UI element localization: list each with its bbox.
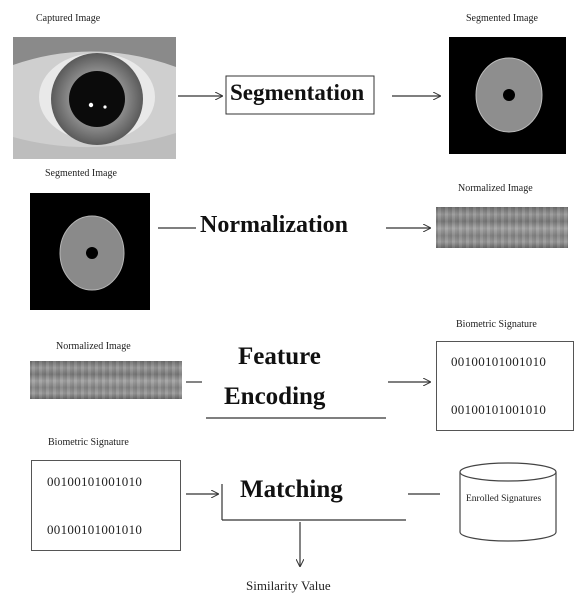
enrolled-signatures-label: Enrolled Signatures	[466, 494, 542, 504]
feature-encoding-label-line2: Encoding	[224, 383, 326, 410]
segmentation-stage	[227, 77, 373, 113]
segmented-image-top	[449, 37, 566, 154]
biometric-signature-caption-right: Biometric Signature	[456, 319, 537, 330]
normalized-image-caption-top: Normalized Image	[458, 183, 533, 194]
segmented-iris-graphic-2	[59, 215, 125, 291]
normalized-image-caption-left: Normalized Image	[56, 341, 131, 352]
captured-image-caption: Captured Image	[36, 13, 101, 24]
similarity-value-output: Similarity Value	[246, 578, 331, 593]
normalized-image-strip-left	[30, 361, 182, 399]
biometric-signature-box-left	[31, 460, 181, 551]
segmented-image-caption-left: Segmented Image	[45, 168, 117, 179]
segmentation-box-frame	[225, 75, 375, 115]
signature-code-left-2: 00100101001010	[47, 522, 143, 537]
eye-photo-graphic	[13, 37, 176, 159]
database-cylinder-icon	[459, 462, 557, 542]
signature-code-right-1: 00100101001010	[451, 354, 547, 369]
segmented-image-left	[30, 193, 150, 310]
enrolled-signatures-database	[446, 460, 572, 544]
feature-encoding-label-line1: Feature	[238, 343, 321, 370]
signature-code-left-1: 00100101001010	[47, 474, 143, 489]
segmented-iris-graphic	[475, 57, 543, 133]
normalized-image-strip-top	[436, 207, 568, 248]
biometric-signature-box-right	[436, 341, 574, 431]
segmented-image-caption-top: Segmented Image	[466, 13, 538, 24]
biometric-signature-caption-left: Biometric Signature	[48, 437, 129, 448]
segmentation-label: Segmentation	[230, 80, 365, 105]
matching-label: Matching	[240, 476, 343, 503]
signature-code-right-2: 00100101001010	[451, 402, 547, 417]
normalization-label: Normalization	[200, 212, 348, 238]
captured-eye-image	[13, 37, 176, 159]
